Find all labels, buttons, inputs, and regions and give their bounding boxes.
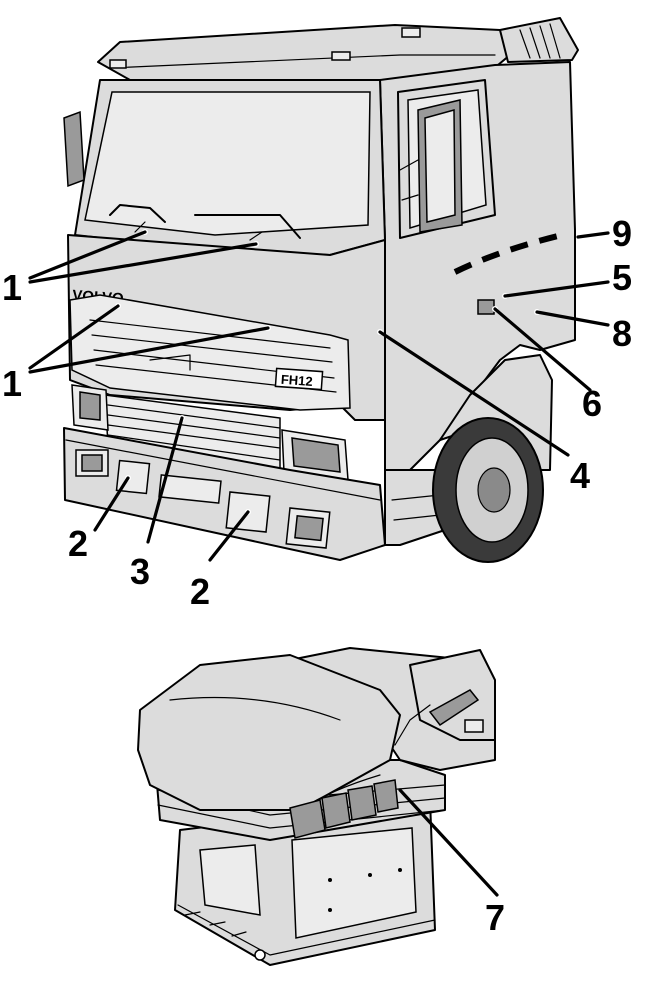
callout-4: 4 xyxy=(570,455,590,496)
callout-1-upper: 1 xyxy=(2,267,22,308)
callout-1-lower: 1 xyxy=(2,363,22,404)
driver-seat-illustration xyxy=(137,647,496,966)
callout-9: 9 xyxy=(612,213,632,254)
callout-2-left: 2 xyxy=(68,523,88,564)
callout-8: 8 xyxy=(612,313,632,354)
callout-2-right: 2 xyxy=(190,571,210,612)
svg-text:FH12: FH12 xyxy=(280,372,313,389)
callout-7: 7 xyxy=(485,897,505,938)
callout-3: 3 xyxy=(130,551,150,592)
callout-5: 5 xyxy=(612,257,632,298)
model-badge: FH12 xyxy=(274,367,324,391)
callout-numbers: 1 1 2 3 2 4 5 6 7 8 9 xyxy=(2,213,632,938)
truck-cab-illustration: VOLVO FH12 xyxy=(63,17,579,563)
leader-lines xyxy=(28,230,610,897)
callout-6: 6 xyxy=(582,383,602,424)
